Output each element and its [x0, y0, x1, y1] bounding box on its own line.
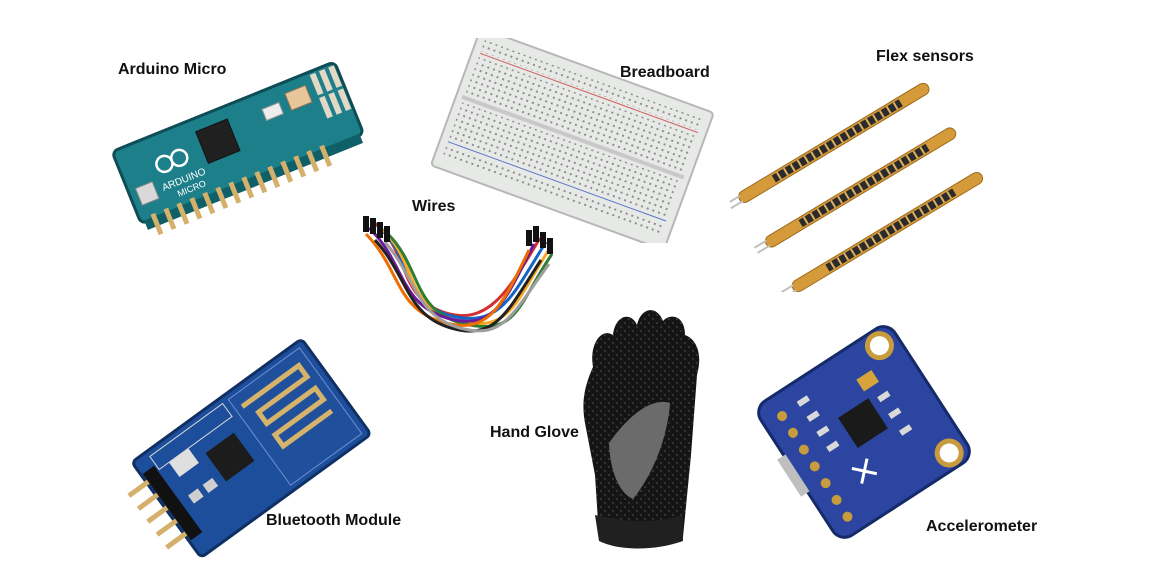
accelerometer-image	[742, 314, 986, 550]
flex-sensors-illustration	[730, 82, 984, 292]
label-accelerometer: Accelerometer	[926, 518, 1038, 535]
wires-image	[355, 204, 558, 336]
accelerometer-illustration	[757, 325, 971, 539]
label-arduino-micro: Arduino Micro	[118, 61, 227, 78]
label-breadboard: Breadboard	[620, 64, 710, 81]
hand-glove-image	[575, 305, 715, 555]
label-bluetooth-module: Bluetooth Module	[266, 512, 402, 529]
bluetooth-module-illustration	[127, 339, 371, 558]
bluetooth-module-image	[104, 318, 394, 572]
breadboard-image	[430, 38, 715, 243]
breadboard-illustration	[430, 38, 714, 243]
label-hand-glove: Hand Glove	[490, 424, 579, 441]
arduino-micro-illustration: ARDUINO MICRO	[112, 61, 364, 236]
hand-glove-illustration	[583, 310, 700, 549]
flex-sensors-image	[730, 62, 1030, 292]
wires-illustration	[363, 216, 554, 333]
label-flex-sensors: Flex sensors	[876, 48, 974, 65]
arduino-micro-image: ARDUINO MICRO	[112, 58, 374, 248]
label-wires: Wires	[412, 198, 456, 215]
